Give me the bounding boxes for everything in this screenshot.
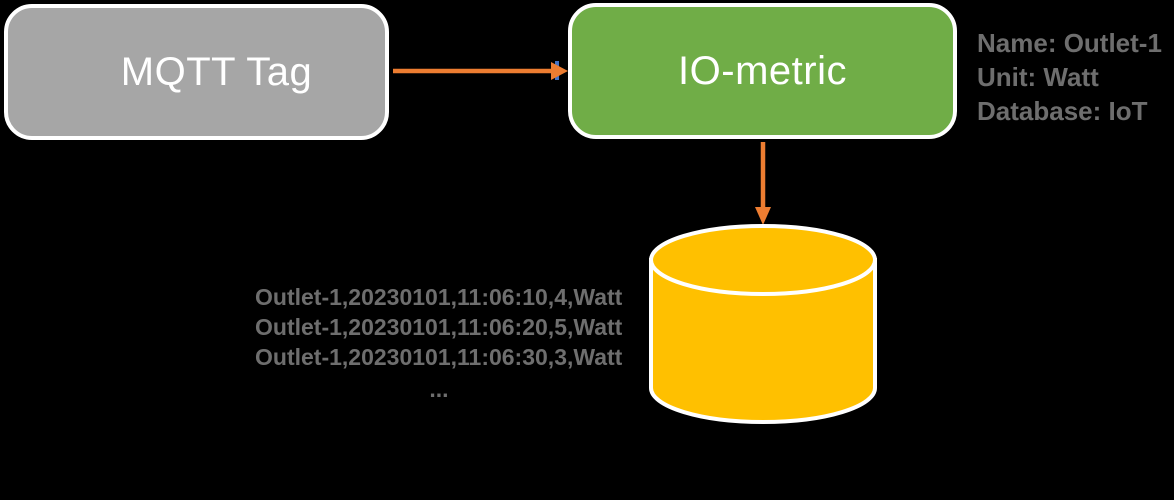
arrow-iometric-to-database — [755, 142, 771, 225]
metric-properties: Name: Outlet-1 Unit: Watt Database: IoT — [977, 26, 1162, 128]
arrow-mqtt-to-iometric — [393, 61, 568, 80]
node-mqtt-tag: MQTT Tag — [4, 4, 389, 140]
arrowhead-icon — [755, 207, 771, 225]
csv-records: Outlet-1,20230101,11:06:10,4,Watt Outlet… — [255, 282, 623, 406]
metric-property-name: Name: Outlet-1 — [977, 28, 1162, 58]
mqtt-tag-label: MQTT Tag — [120, 49, 313, 94]
cylinder-top — [649, 224, 877, 296]
csv-record-3: Outlet-1,20230101,11:06:30,3,Watt — [255, 344, 623, 370]
metric-property-database: Database: IoT — [977, 96, 1148, 126]
node-io-metric: IO-metric — [568, 3, 957, 139]
cylinder-body — [649, 258, 877, 424]
metric-property-unit: Unit: Watt — [977, 62, 1099, 92]
io-metric-label: IO-metric — [678, 48, 847, 93]
csv-record-2: Outlet-1,20230101,11:06:20,5,Watt — [255, 314, 623, 340]
arrowhead-icon — [551, 62, 568, 80]
csv-record-1: Outlet-1,20230101,11:06:10,4,Watt — [255, 284, 623, 310]
csv-ellipsis: ... — [429, 376, 449, 402]
database-cylinder-icon — [649, 224, 877, 424]
